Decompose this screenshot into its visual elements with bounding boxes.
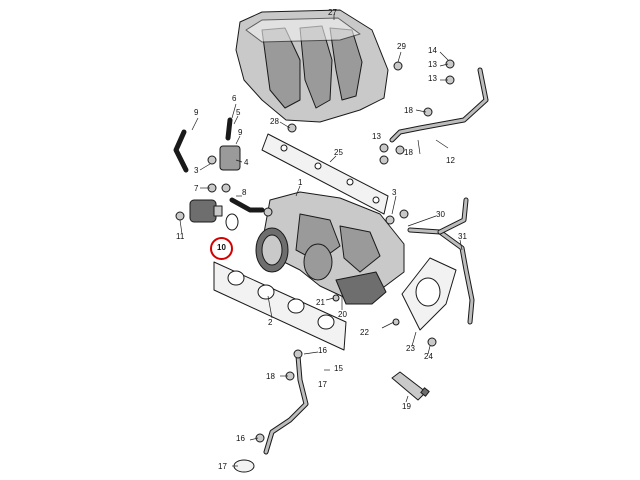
callout-1: 1	[298, 178, 303, 187]
callout-18b: 18	[404, 148, 413, 157]
callout-15: 15	[334, 364, 343, 373]
callout-20: 20	[338, 310, 347, 319]
callout-16b: 16	[236, 434, 245, 443]
callout-13b: 13	[428, 74, 437, 83]
callout-9a: 9	[194, 108, 199, 117]
oil-return-pipe-part-17[interactable]	[233, 353, 309, 473]
callout-3b: 3	[392, 188, 397, 197]
sealant-tube-part-19[interactable]	[391, 371, 430, 401]
callout-2: 2	[268, 318, 273, 327]
callout-17a: 17	[318, 380, 327, 389]
leader-lines	[179, 14, 463, 467]
callout-28: 28	[270, 117, 279, 126]
pressure-converter-part-10[interactable]	[189, 199, 223, 223]
callout-18a: 18	[404, 106, 413, 115]
callout-25: 25	[334, 148, 343, 157]
hose-part-7[interactable]	[229, 197, 265, 213]
gasket-part-2[interactable]	[213, 261, 347, 351]
vacuum-hose-part-9[interactable]	[173, 117, 233, 173]
callout-31: 31	[458, 232, 467, 241]
callout-9b: 9	[238, 128, 243, 137]
o-ring-part-10b[interactable]	[225, 213, 239, 231]
callout-17b: 17	[218, 462, 227, 471]
callout-19: 19	[402, 402, 411, 411]
highlighted-callout-10[interactable]: 10	[210, 237, 233, 260]
callout-6: 6	[232, 94, 237, 103]
callout-23: 23	[406, 344, 415, 353]
callout-3a: 3	[194, 166, 199, 175]
callout-10-label: 10	[217, 243, 226, 252]
callout-21: 21	[316, 298, 325, 307]
callout-30: 30	[436, 210, 445, 219]
callout-7: 7	[194, 184, 199, 193]
callout-11: 11	[176, 232, 185, 241]
heat-shield-part-27[interactable]	[235, 9, 389, 123]
oil-pipe-part-12[interactable]	[389, 67, 489, 143]
callout-12: 12	[446, 156, 455, 165]
gasket-part-25[interactable]	[261, 133, 389, 215]
solenoid-valve-part-4[interactable]	[219, 145, 241, 171]
fasteners	[175, 59, 455, 443]
turbocharger-part-1[interactable]	[255, 191, 405, 305]
callout-14: 14	[428, 46, 437, 55]
flange-gasket-part-23[interactable]	[401, 257, 457, 331]
callout-29: 29	[397, 42, 406, 51]
callout-5: 5	[236, 108, 241, 117]
callout-13c: 13	[372, 132, 381, 141]
callout-16: 16	[318, 346, 327, 355]
callout-27: 27	[328, 8, 337, 17]
callout-13a: 13	[428, 60, 437, 69]
water-pipe-part-30[interactable]	[437, 197, 469, 235]
callout-18c: 18	[266, 372, 275, 381]
callout-22: 22	[360, 328, 369, 337]
callout-8: 8	[242, 188, 247, 197]
water-pipe-part-31[interactable]	[407, 227, 475, 325]
callout-4: 4	[244, 158, 249, 167]
callout-24: 24	[424, 352, 433, 361]
